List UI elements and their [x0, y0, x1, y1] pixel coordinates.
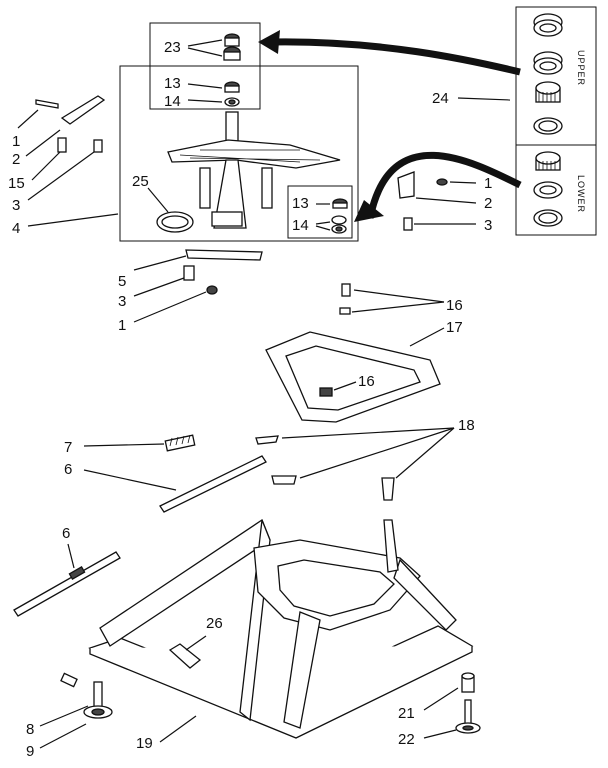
lower-arrow — [366, 151, 522, 219]
label-13-right: 13 — [292, 195, 309, 212]
spring-7 — [164, 434, 196, 452]
label-1-top-left: 1 — [12, 133, 20, 150]
lower-label: LOWER — [576, 175, 586, 213]
agitator-drive-spider — [167, 111, 341, 229]
leader-lines — [17, 39, 511, 749]
hub-parts-13-14-right — [331, 198, 348, 234]
label-26: 26 — [206, 615, 223, 632]
bracket-lower-parts — [183, 249, 263, 295]
hub-parts-23-13-14 — [223, 33, 241, 107]
bar-6-upper — [159, 455, 267, 513]
label-5: 5 — [118, 273, 126, 290]
bracket-right-parts — [397, 171, 448, 231]
bearing-rings-lower — [533, 151, 563, 227]
label-1-lower: 1 — [118, 317, 126, 334]
label-21: 21 — [398, 705, 415, 722]
label-2-top-left: 2 — [12, 151, 20, 168]
label-24: 24 — [432, 90, 449, 107]
label-3-right: 3 — [484, 217, 492, 234]
upper-label: UPPER — [576, 50, 586, 86]
bearing-panel-box — [515, 6, 597, 236]
label-3-top-left: 3 — [12, 197, 20, 214]
label-6-upper: 6 — [64, 461, 72, 478]
label-15: 15 — [8, 175, 25, 192]
label-17: 17 — [446, 319, 463, 336]
bearing-rings-upper — [533, 13, 563, 135]
label-16-lower: 16 — [358, 373, 375, 390]
label-14-right: 14 — [292, 217, 309, 234]
lower-arrow-head — [354, 200, 384, 222]
label-16-upper: 16 — [446, 297, 463, 314]
label-7: 7 — [64, 439, 72, 456]
clips-18 — [255, 435, 395, 501]
label-19: 19 — [136, 735, 153, 752]
upper-arrow — [269, 38, 521, 76]
drive-assembly-box — [119, 65, 359, 242]
label-4: 4 — [12, 220, 20, 237]
label-23: 23 — [164, 39, 181, 56]
seal-ring-25 — [156, 211, 194, 233]
label-18: 18 — [458, 417, 475, 434]
hub-detail-box — [149, 22, 261, 110]
upper-arrow-head — [258, 30, 280, 54]
base-frame-19 — [88, 519, 474, 739]
label-13-upper: 13 — [164, 75, 181, 92]
label-3-lower: 3 — [118, 293, 126, 310]
label-1-right: 1 — [484, 175, 492, 192]
label-25: 25 — [132, 173, 149, 190]
label-8: 8 — [26, 721, 34, 738]
top-frame-17 — [265, 283, 441, 423]
hub-detail-box-right — [287, 185, 353, 239]
label-2-right: 2 — [484, 195, 492, 212]
label-9: 9 — [26, 743, 34, 760]
bar-6-lower — [13, 551, 121, 617]
label-14-upper: 14 — [164, 93, 181, 110]
label-6-lower: 6 — [62, 525, 70, 542]
label-22: 22 — [398, 731, 415, 748]
leveling-legs — [60, 672, 481, 734]
bracket-left-parts — [35, 95, 106, 153]
